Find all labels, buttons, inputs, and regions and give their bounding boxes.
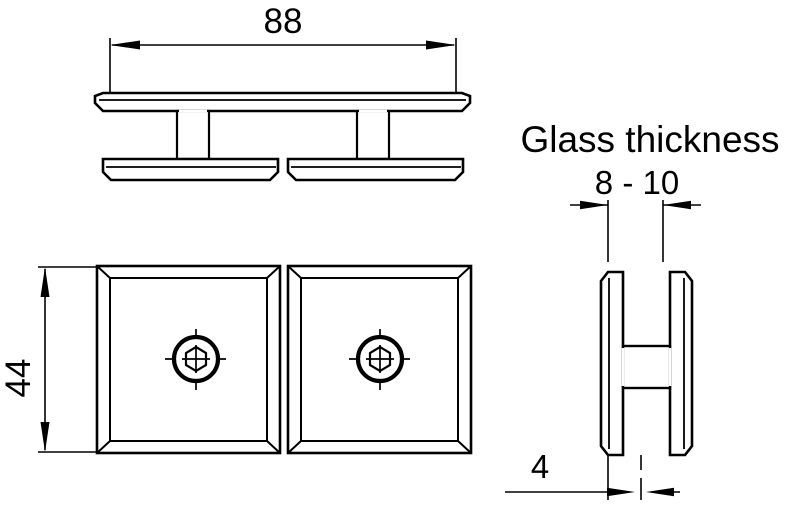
top-view-lower-plate-right [286,157,465,182]
screw-left-inner-crosshair [182,345,210,373]
side-view-plate-right-outline [668,270,694,457]
dimension-height-44-group [38,266,96,453]
front-view-plate-right-bevel [287,265,472,454]
gap-arrow-right [646,487,674,497]
screw-right-inner-crosshair [366,345,394,373]
plate-left-bevel-tr [266,265,281,279]
plate-left-bevel-tl [96,265,111,279]
gap-arrow-left [607,487,635,497]
arrowhead-right [426,40,456,50]
glass-thickness-label-text: Glass thickness [520,119,779,160]
dimension-arrowheads-44 [40,267,50,452]
dimension-width-88-text: 88 [264,2,303,41]
plate-right-bevel-br [457,440,472,454]
plate-right-inner-edge [300,277,459,442]
top-view-lower-plate-left [101,157,280,182]
plate-left-inner-edge [109,277,268,442]
screw-left-group [165,329,226,390]
dimension-width-88-group [109,38,457,101]
plate-right-bevel-bl [287,440,302,454]
glass-thickness-arrow-right [663,200,691,210]
side-view-connector-rect [621,344,672,390]
side-view-plate-right [668,270,694,457]
arrowhead-bottom [40,422,50,452]
plate-left-bevel-br [266,440,281,454]
dimension-glass-thickness-arrowheads [580,200,691,210]
side-view-group [599,270,694,500]
side-view-plate-left [599,270,625,457]
plate-right-bevel-tr [457,265,472,279]
front-view-plate-left-bevel [96,265,281,454]
top-view-group [93,91,472,113]
arrowhead-left [110,40,140,50]
top-view-upper-plate-outer [93,91,472,113]
side-view-connector-bar [621,344,672,390]
side-view-plate-left-outline [599,270,625,457]
plate-right-bevel-tl [287,265,302,279]
dimension-arrowheads-88 [110,40,456,50]
top-view-stud-left [175,109,211,161]
plate-left-bevel-bl [96,440,111,454]
dimension-gap-4-arrowheads [607,487,674,497]
top-view-stud-right [355,109,391,161]
top-view-lower-plates-group [101,157,465,182]
arrowhead-top [40,267,50,297]
glass-thickness-arrow-left [580,200,608,210]
dimension-height-44-text: 44 [0,359,38,398]
screw-right-group [349,329,410,390]
dimension-glass-thickness-text: 8 - 10 [595,164,679,201]
side-view-connector-erase [621,348,672,386]
front-view-group [95,264,473,455]
dimension-gap-4-text: 4 [531,448,549,485]
